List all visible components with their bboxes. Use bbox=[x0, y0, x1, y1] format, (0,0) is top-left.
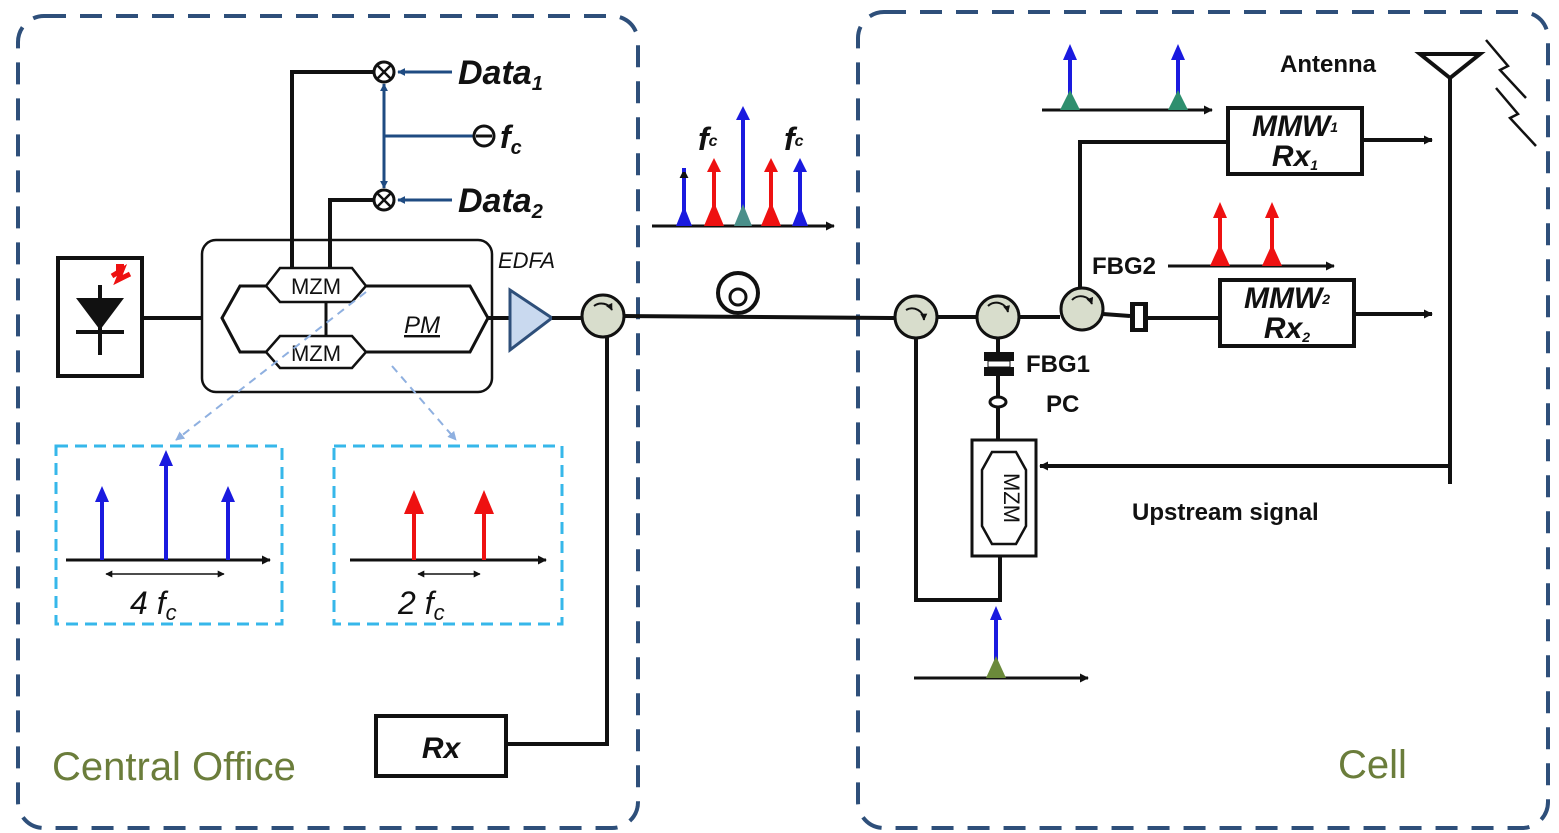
spectrum-line-red bbox=[704, 158, 724, 226]
circulator-icon bbox=[893, 294, 939, 340]
oscillator-icon bbox=[472, 124, 496, 148]
data1-label: Data1 bbox=[458, 54, 543, 95]
mmw1-line2: Rx1 bbox=[1272, 140, 1318, 173]
rf-drive-top bbox=[290, 70, 374, 268]
spectrum-line-carrier bbox=[734, 106, 752, 226]
edfa-amplifier bbox=[508, 287, 555, 354]
mmw1-rx-box bbox=[1226, 106, 1364, 176]
spectrum-line-carrier bbox=[159, 450, 173, 560]
rx-box bbox=[374, 714, 508, 778]
mmw2-line2: Rx2 bbox=[1264, 312, 1310, 345]
fiber-link bbox=[623, 314, 895, 320]
spectrum-line-blue bbox=[221, 486, 235, 560]
mmw2-rx-box bbox=[1218, 278, 1356, 348]
central-office-box bbox=[16, 14, 640, 830]
spacing-4fc-label: 4 fc bbox=[130, 585, 177, 625]
spectrum-line-red bbox=[474, 490, 494, 560]
edfa-label: EDFA bbox=[498, 248, 555, 273]
pc-label: PC bbox=[1046, 391, 1079, 418]
fbg2-label: FBG2 bbox=[1092, 253, 1156, 280]
lightning-icon bbox=[1485, 39, 1537, 147]
fc-right-label: fc bbox=[784, 121, 804, 157]
circulator-icon bbox=[975, 294, 1021, 340]
central-office-label: Central Office bbox=[52, 745, 296, 789]
fbg1-label: FBG1 bbox=[1026, 351, 1090, 378]
fiber-spool-icon bbox=[716, 271, 760, 315]
fc-source-label: fc bbox=[500, 119, 522, 159]
mmw2-line1: MMW2 bbox=[1244, 282, 1330, 315]
inset-pointer-right bbox=[391, 365, 457, 441]
data2-label: Data2 bbox=[458, 182, 543, 223]
upstream-loop bbox=[914, 338, 1002, 602]
mmw2-spectrum bbox=[1168, 202, 1335, 271]
mixer-icon bbox=[372, 60, 396, 84]
antenna-icon bbox=[1414, 52, 1486, 484]
spectrum-line-blue bbox=[676, 169, 692, 226]
svg-text:MZM: MZM bbox=[999, 473, 1024, 523]
spectrum-line-red bbox=[404, 490, 424, 560]
rf-drive-bottom bbox=[328, 198, 374, 268]
mixer-icon bbox=[372, 188, 396, 212]
inset-spectrum-4fc: 4 fc bbox=[54, 444, 284, 626]
fbg2-drop-to-mmw1 bbox=[1078, 140, 1228, 288]
mzm-bottom: MZM bbox=[264, 334, 368, 370]
inset-spectrum-2fc: 2 fc bbox=[332, 444, 564, 626]
antenna-label: Antenna bbox=[1280, 51, 1377, 78]
spectrum-line-blue bbox=[792, 158, 808, 226]
cell-label: Cell bbox=[1338, 743, 1407, 787]
transmitted-spectrum: fc fc bbox=[652, 106, 835, 231]
fc-left-label: fc bbox=[698, 121, 718, 157]
pm-label: PM bbox=[404, 312, 440, 339]
rx-return-fiber bbox=[506, 337, 609, 746]
spectrum-line-red bbox=[761, 158, 781, 226]
spacing-2fc-label: 2 fc bbox=[397, 585, 445, 625]
polarization-controller bbox=[988, 395, 1008, 409]
upstream-spectrum bbox=[914, 606, 1089, 683]
cell-box bbox=[856, 10, 1550, 830]
mmw1-line1: MMW1 bbox=[1252, 110, 1338, 143]
mzm-top: MZM bbox=[264, 266, 368, 304]
circulator-icon bbox=[1059, 286, 1105, 332]
upstream-label: Upstream signal bbox=[1132, 499, 1319, 526]
fbg2-grating bbox=[1130, 302, 1148, 332]
upstream-mzm: MZM bbox=[970, 438, 1038, 558]
fbg1-grating bbox=[984, 352, 1014, 376]
circulator-icon bbox=[580, 293, 626, 339]
svg-text:MZM: MZM bbox=[291, 274, 341, 299]
inset-pointer-left bbox=[175, 291, 367, 441]
rx-label: Rx bbox=[422, 732, 462, 765]
mmw1-spectrum bbox=[1042, 44, 1213, 115]
laser-diode-icon bbox=[56, 256, 144, 378]
spectrum-line-blue bbox=[95, 486, 109, 560]
